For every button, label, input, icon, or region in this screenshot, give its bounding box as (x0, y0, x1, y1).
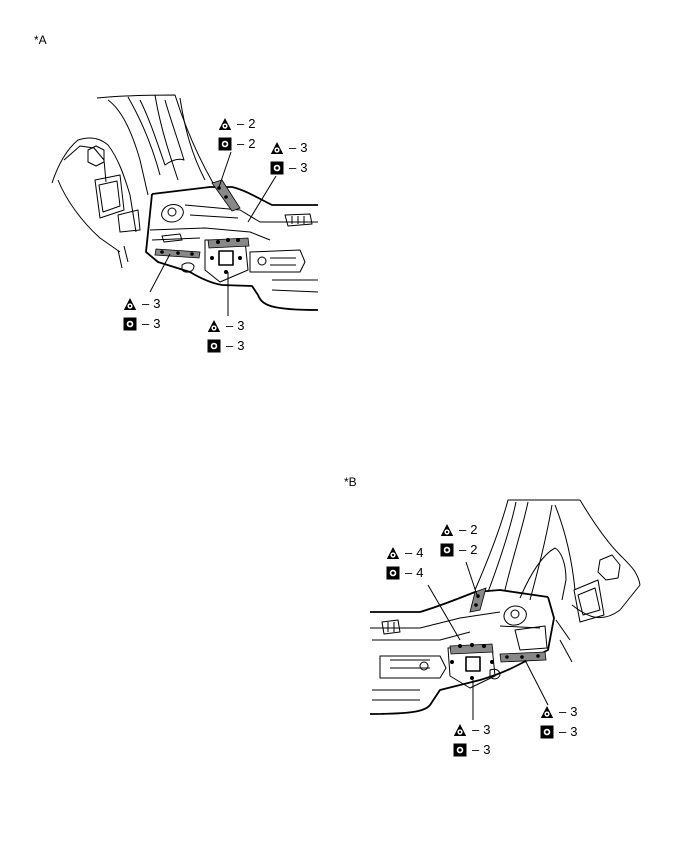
weld-triangle-icon (207, 319, 221, 333)
spot-weld-row: – 2 (440, 522, 477, 538)
dash: – (142, 296, 150, 311)
rivet-square-icon (218, 137, 232, 151)
spot-count: 3 (237, 318, 245, 333)
dash: – (405, 565, 413, 580)
spot-count: 3 (153, 296, 161, 311)
spot-weld-row: – 3 (540, 704, 577, 720)
view-b-label: *B (344, 475, 357, 489)
dash: – (405, 545, 413, 560)
rivet-row: – 3 (123, 316, 160, 332)
rivet-row: – 3 (453, 742, 490, 758)
dash: – (289, 140, 297, 155)
spot-weld-row: – 2 (218, 116, 255, 132)
dash: – (226, 338, 234, 353)
dash: – (226, 318, 234, 333)
spot-count: 2 (470, 522, 478, 537)
spot-count: 3 (483, 722, 491, 737)
dash: – (472, 722, 480, 737)
rivet-row: – 4 (386, 565, 423, 581)
dash: – (459, 542, 467, 557)
rivet-count: 2 (470, 542, 478, 557)
rivet-count: 3 (300, 160, 308, 175)
spot-count: 4 (416, 545, 424, 560)
spot-weld-row: – 3 (453, 722, 490, 738)
dash: – (142, 316, 150, 331)
spot-weld-row: – 4 (386, 545, 423, 561)
rivet-count: 3 (483, 742, 491, 757)
rivet-square-icon (123, 317, 137, 331)
spot-weld-row: – 3 (123, 296, 160, 312)
rivet-row: – 2 (218, 136, 255, 152)
dash: – (459, 522, 467, 537)
weld-triangle-icon (123, 297, 137, 311)
spot-count: 2 (248, 116, 256, 131)
spot-count: 3 (570, 704, 578, 719)
spot-count: 3 (300, 140, 308, 155)
dash: – (472, 742, 480, 757)
weld-triangle-icon (270, 141, 284, 155)
rivet-square-icon (540, 725, 554, 739)
rivet-square-icon (453, 743, 467, 757)
rivet-count: 2 (248, 136, 256, 151)
rivet-row: – 3 (270, 160, 307, 176)
weld-triangle-icon (453, 723, 467, 737)
rivet-row: – 3 (207, 338, 244, 354)
weld-triangle-icon (218, 117, 232, 131)
rivet-count: 3 (237, 338, 245, 353)
rivet-row: – 2 (440, 542, 477, 558)
rivet-row: – 3 (540, 724, 577, 740)
spot-weld-row: – 3 (270, 140, 307, 156)
rivet-square-icon (440, 543, 454, 557)
rivet-square-icon (386, 566, 400, 580)
rivet-square-icon (270, 161, 284, 175)
dash: – (237, 136, 245, 151)
dash: – (237, 116, 245, 131)
dash: – (289, 160, 297, 175)
weld-triangle-icon (386, 546, 400, 560)
weld-triangle-icon (440, 523, 454, 537)
rivet-count: 3 (153, 316, 161, 331)
rivet-count: 4 (416, 565, 424, 580)
dash: – (559, 704, 567, 719)
view-a-label: *A (34, 33, 47, 47)
rivet-square-icon (207, 339, 221, 353)
spot-weld-row: – 3 (207, 318, 244, 334)
weld-triangle-icon (540, 705, 554, 719)
rivet-count: 3 (570, 724, 578, 739)
dash: – (559, 724, 567, 739)
